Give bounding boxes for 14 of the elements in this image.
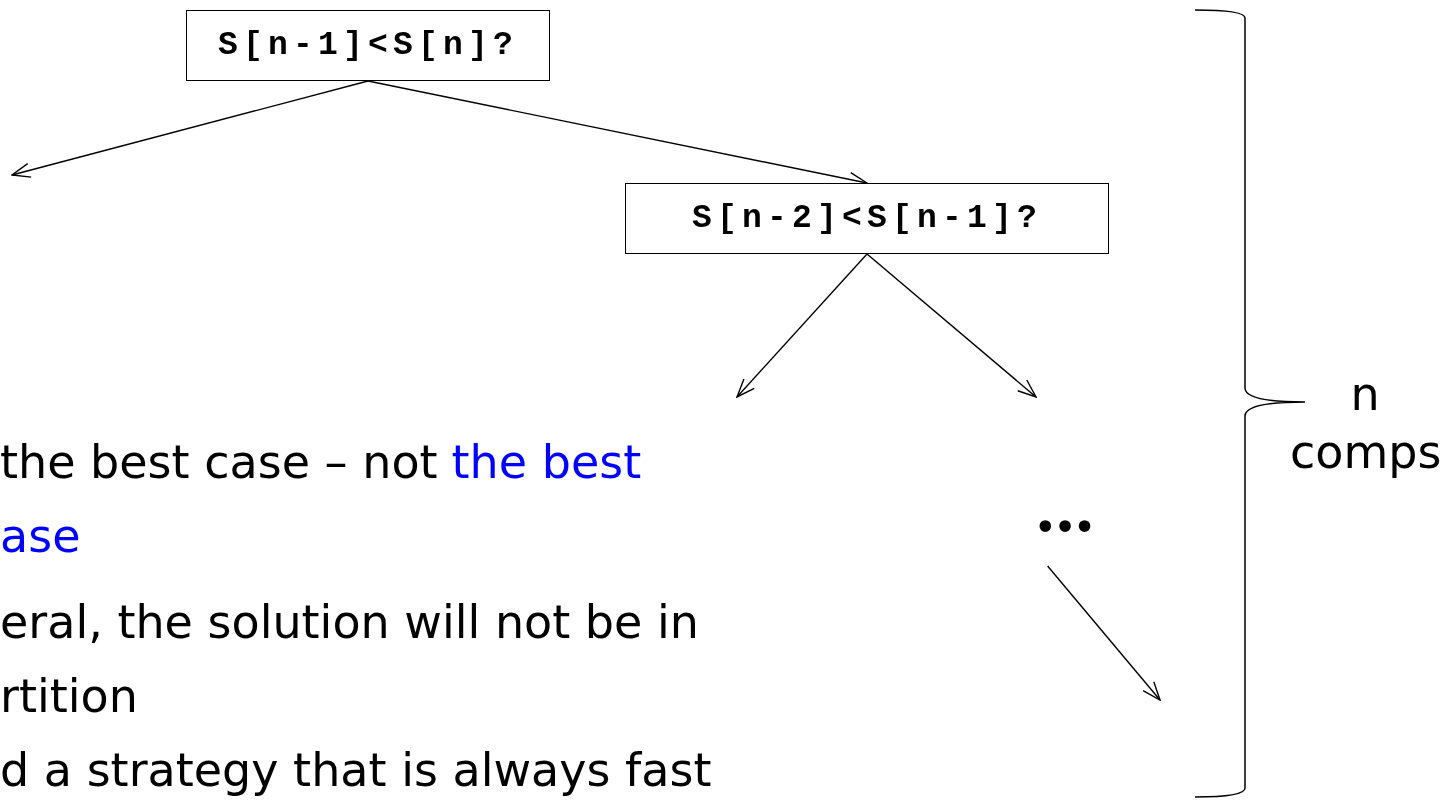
bullet-text: eral, the solution will not be in	[0, 596, 699, 649]
decision-box: S[n-2]<S[n-1]?	[625, 183, 1109, 254]
arrow	[736, 253, 868, 398]
bullet-text: d a strategy that is always fast	[0, 744, 712, 797]
bullet-text: rtition	[0, 670, 138, 723]
arrow	[11, 80, 369, 178]
highlighted-text: the best	[451, 436, 642, 489]
brace-label: n comps	[1290, 366, 1440, 481]
decision-box: S[n-1]<S[n]?	[186, 10, 550, 81]
arrow	[866, 253, 1037, 398]
ellipsis: •••	[1008, 488, 1118, 566]
arrow	[1046, 565, 1161, 701]
bullet-text: the best case – not	[0, 436, 438, 489]
highlighted-text: ase	[0, 510, 81, 563]
